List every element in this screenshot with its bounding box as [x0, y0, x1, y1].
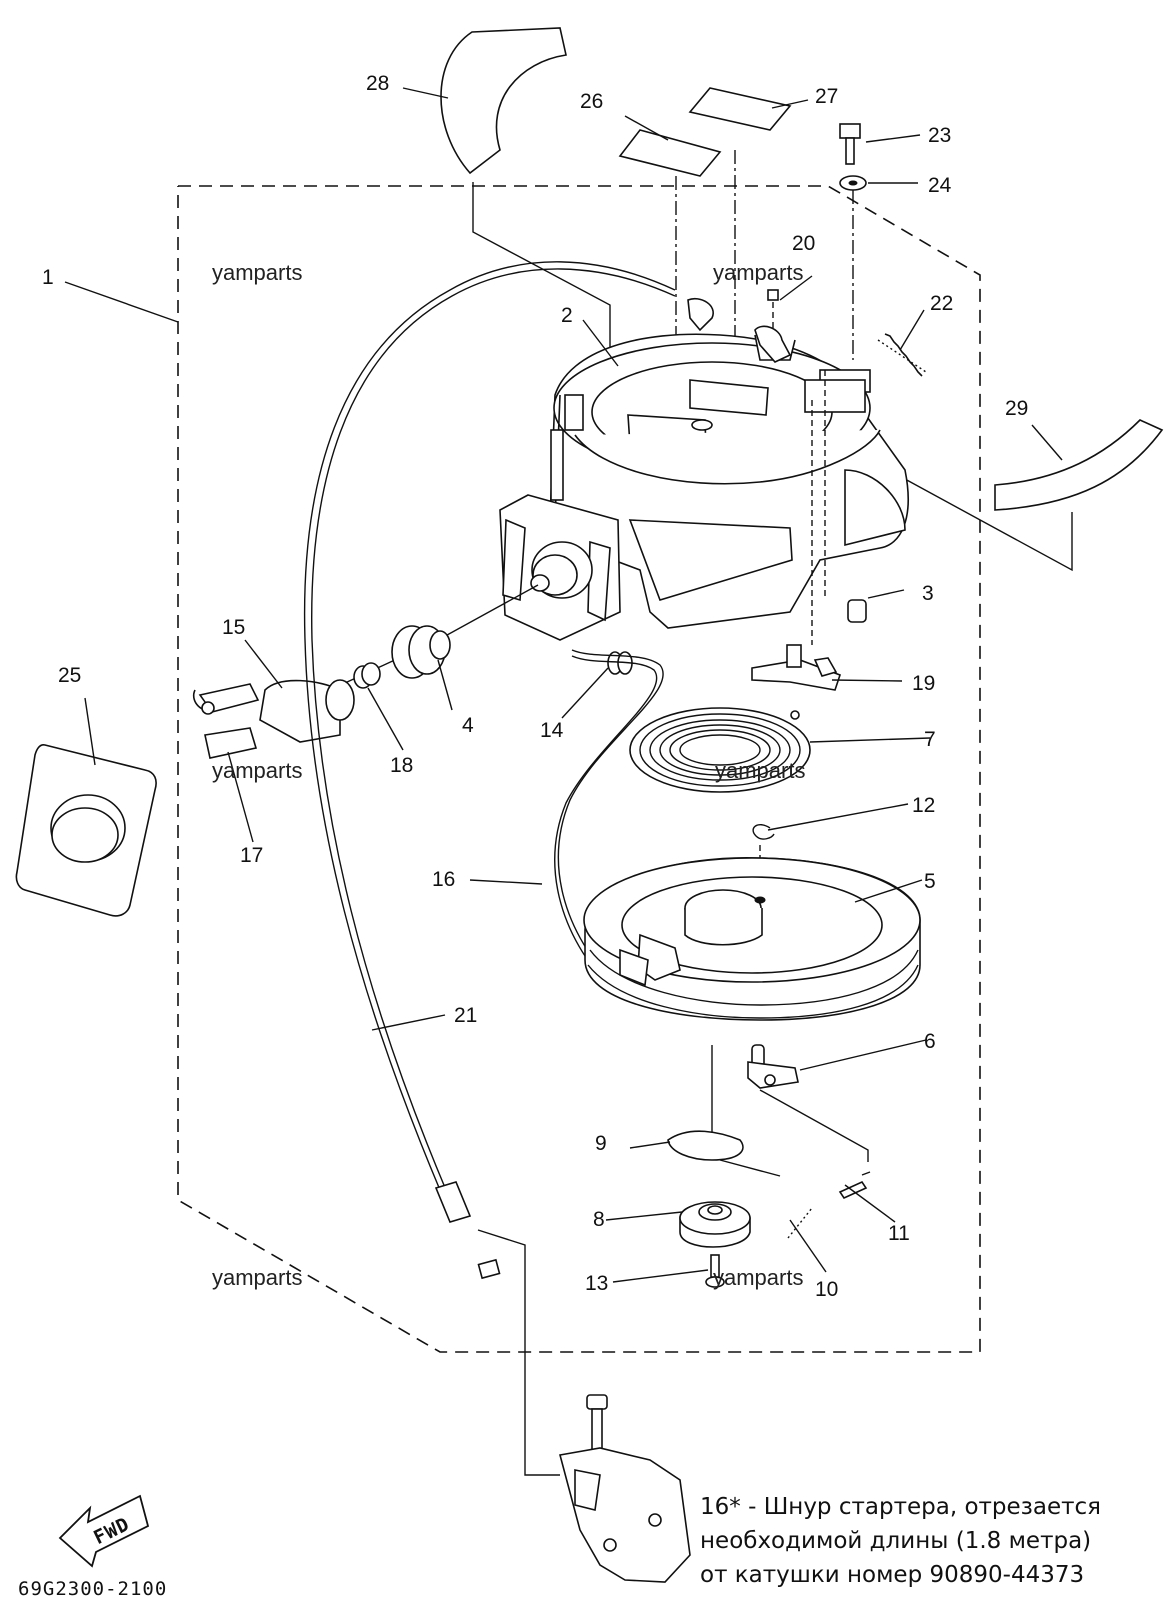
callout-8: 8 [593, 1208, 605, 1231]
decal-26 [618, 129, 722, 177]
callout-13: 13 [585, 1272, 608, 1295]
note-line-3: от катушки номер 90890-44373 [700, 1562, 1085, 1588]
callout-18: 18 [390, 754, 413, 777]
cable-lever [687, 298, 714, 332]
note-line-2: необходимой длины (1.8 метра) [700, 1528, 1092, 1554]
callout-12: 12 [912, 794, 935, 817]
callout-4: 4 [462, 714, 474, 737]
callout-5: 5 [924, 870, 936, 893]
callout-7: 7 [924, 728, 936, 751]
decal-28 [440, 27, 567, 175]
callout-19: 19 [912, 672, 935, 695]
callout-22: 22 [930, 292, 953, 315]
clip-11 [838, 1171, 871, 1200]
grommet-4 [391, 625, 451, 679]
callout-29: 29 [1005, 397, 1028, 420]
callout-labels: 1 2 3 4 5 6 7 8 9 10 11 12 13 14 15 16 1… [42, 72, 1028, 1301]
cover-25 [15, 744, 157, 917]
drive-plate-8 [679, 1201, 751, 1248]
callout-3: 3 [922, 582, 934, 605]
starter-rope-note: 16* - Шнур стартера, отрезается необходи… [700, 1490, 1160, 1592]
watermark-text: yamparts [713, 260, 803, 285]
nut-3 [847, 599, 867, 623]
circlip-12 [752, 824, 775, 840]
decal-29 [994, 419, 1164, 511]
spring-22 [877, 333, 927, 377]
leader-lines [64, 87, 1063, 1283]
bolt-13 [705, 1254, 725, 1288]
callout-14: 14 [540, 719, 564, 742]
callout-26: 26 [580, 90, 603, 113]
rope-16 [557, 649, 664, 991]
plate-9 [667, 1130, 744, 1161]
callout-25: 25 [58, 664, 81, 687]
watermark-text: yamparts [212, 1265, 302, 1290]
bolt-23 [839, 123, 861, 165]
pawl-6 [747, 1044, 799, 1089]
diagram-code: 69G2300-2100 [18, 1578, 167, 1600]
callout-24: 24 [928, 174, 952, 197]
lower-bracket [559, 1394, 691, 1583]
cable-21 [303, 261, 676, 1191]
starter-housing-2 [549, 333, 909, 629]
callout-2: 2 [561, 304, 573, 327]
watermarks: yamparts yamparts yamparts yamparts yamp… [212, 260, 805, 1290]
callout-16: 16 [432, 868, 455, 891]
fwd-arrow: FWD [58, 1494, 150, 1568]
callout-1: 1 [42, 266, 54, 289]
spiral-spring-7 [629, 707, 811, 793]
watermark-text: yamparts [212, 758, 302, 783]
callout-9: 9 [595, 1132, 607, 1155]
cable-end-fitting [434, 1181, 501, 1280]
rope-guide-bracket [499, 494, 621, 641]
callout-23: 23 [928, 124, 951, 147]
callout-27: 27 [815, 85, 838, 108]
reel-5 [583, 856, 921, 1021]
callout-10: 10 [815, 1278, 838, 1301]
callout-20: 20 [792, 232, 815, 255]
watermark-text: yamparts [212, 260, 302, 285]
spring-10 [787, 1207, 813, 1239]
decal-27 [688, 87, 792, 131]
callout-28: 28 [366, 72, 389, 95]
watermark-text: yamparts [713, 1265, 803, 1290]
clip-18 [353, 662, 381, 689]
washer-24 [839, 175, 867, 191]
note-line-1: 16* - Шнур стартера, отрезается [700, 1494, 1102, 1520]
plate-19 [751, 644, 842, 691]
callout-17: 17 [240, 844, 263, 867]
callout-21: 21 [454, 1004, 477, 1027]
callout-11: 11 [888, 1222, 910, 1245]
callout-6: 6 [924, 1030, 936, 1053]
handle-15 [192, 679, 355, 759]
watermark-text: yamparts [715, 758, 805, 783]
pawl-20 [754, 289, 792, 363]
callout-15: 15 [222, 616, 245, 639]
